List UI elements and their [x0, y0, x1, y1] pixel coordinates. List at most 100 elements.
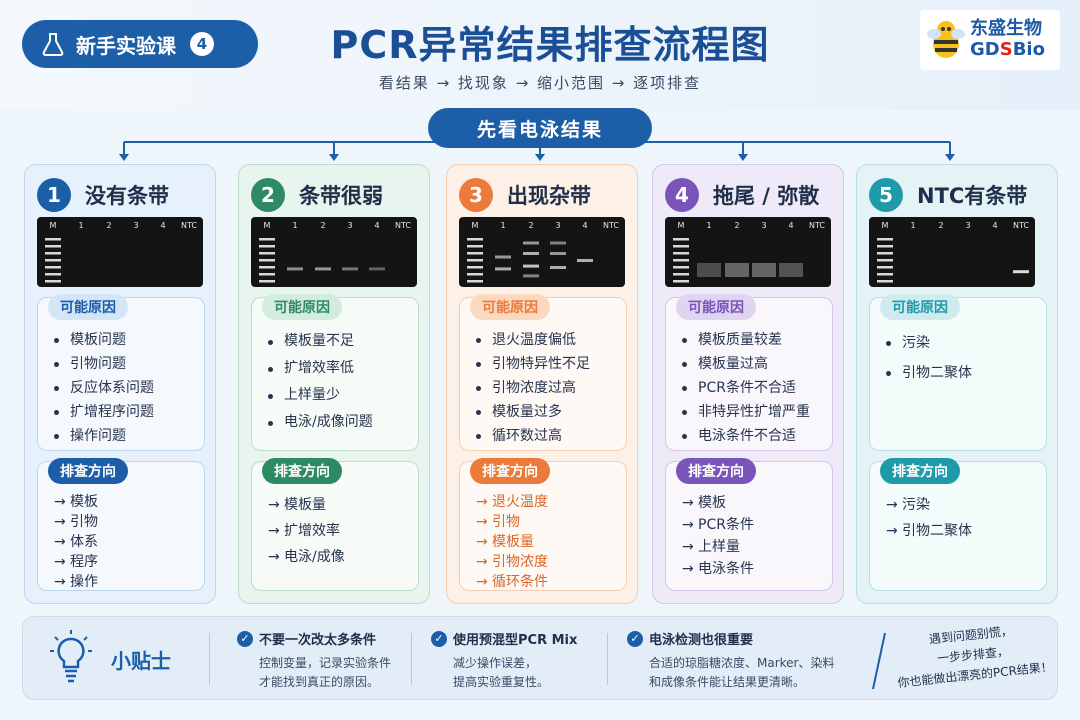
gel-lane-label: NTC — [395, 221, 411, 230]
check-item: 程序 — [54, 552, 98, 572]
dna-band — [369, 267, 385, 271]
check-item: 循环条件 — [476, 572, 548, 592]
marker-band — [673, 266, 689, 269]
checks-tag: 排查方向 — [880, 458, 960, 484]
dna-band — [342, 267, 358, 271]
checks-tag: 排查方向 — [676, 458, 756, 484]
gel-lane-label: 1 — [78, 221, 83, 230]
gel-lane-label: 1 — [910, 221, 915, 230]
tip-item: ✓使用预混型PCR Mix 减少操作误差，提高实验重复性。 — [431, 629, 577, 692]
check-item: PCR条件 — [682, 514, 754, 536]
marker-band — [673, 280, 689, 283]
step-number: 1 — [37, 178, 71, 212]
marker-band — [259, 259, 275, 262]
cause-item: 污染 — [886, 328, 972, 358]
dna-band — [523, 252, 539, 255]
divider-stroke — [872, 632, 886, 690]
cause-item: 操作问题 — [54, 424, 154, 448]
marker-band — [467, 252, 483, 255]
page-subtitle: 看结果 → 找现象 → 缩小范围 → 逐项排查 — [378, 74, 702, 92]
step-number: 5 — [869, 178, 903, 212]
causes-tag: 可能原因 — [470, 294, 550, 320]
step-number: 2 — [251, 178, 285, 212]
cause-item: 非特异性扩增严重 — [682, 400, 810, 424]
badge-label: 新手实验课 — [76, 33, 176, 58]
card-title: NTC有条带 — [917, 184, 1028, 208]
gel-lane-label: 1 — [292, 221, 297, 230]
marker-band — [673, 238, 689, 241]
check-item: 引物浓度 — [476, 552, 548, 572]
gel-lane-label: 2 — [528, 221, 533, 230]
causes-tag: 可能原因 — [676, 294, 756, 320]
cause-item: 模板量过高 — [682, 352, 810, 376]
cause-item: 扩增程序问题 — [54, 400, 154, 424]
dna-band — [523, 274, 539, 278]
lesson-badge: 新手实验课 4 — [22, 20, 258, 68]
marker-band — [877, 266, 893, 269]
check-item: 引物二聚体 — [886, 518, 972, 544]
check-item: 上样量 — [682, 536, 754, 558]
causes-tag: 可能原因 — [262, 294, 342, 320]
cause-item: 引物特异性不足 — [476, 352, 590, 376]
causes-list: 污染引物二聚体 — [886, 328, 972, 388]
check-item: 引物 — [476, 512, 548, 532]
causes-box: 可能原因退火温度偏低引物特异性不足引物浓度过高模板量过多循环数过高 — [459, 294, 627, 451]
cause-item: 上样量少 — [268, 382, 373, 409]
marker-band — [673, 259, 689, 262]
bee-icon — [927, 21, 965, 58]
marker-band — [467, 245, 483, 248]
cause-item: 模板量过多 — [476, 400, 590, 424]
checks-box: 排查方向模板引物体系程序操作 — [37, 458, 205, 592]
cause-item: 循环数过高 — [476, 424, 590, 448]
gel-lane-label: 3 — [133, 221, 138, 230]
marker-band — [877, 273, 893, 276]
flask-icon — [42, 33, 64, 56]
page-title: PCR异常结果排查流程图 — [330, 23, 770, 67]
marker-band — [877, 259, 893, 262]
marker-band — [45, 238, 61, 241]
dna-band — [550, 241, 566, 245]
causes-box: 可能原因模板量不足扩增效率低上样量少电泳/成像问题 — [251, 294, 419, 451]
encouragement-note: 遇到问题别慌，一步步排查，你也能做出漂亮的PCR结果！ — [896, 623, 1054, 691]
checks-list: 模板PCR条件上样量电泳条件 — [682, 492, 754, 580]
cause-item: 模板质量较差 — [682, 328, 810, 352]
check-item: 退火温度 — [476, 492, 548, 512]
gel-lane-label: 1 — [500, 221, 505, 230]
card-title: 拖尾 / 弥散 — [713, 184, 820, 208]
cause-item: 反应体系问题 — [54, 376, 154, 400]
checks-list: 模板量扩增效率电泳/成像 — [268, 492, 345, 570]
causes-list: 模板量不足扩增效率低上样量少电泳/成像问题 — [268, 328, 373, 436]
causes-tag: 可能原因 — [880, 294, 960, 320]
gel-lane-label: 4 — [374, 221, 379, 230]
cause-item: 电泳/成像问题 — [268, 409, 373, 436]
card-title: 条带很弱 — [299, 184, 383, 208]
marker-band — [45, 245, 61, 248]
logo-english: GDSBio — [970, 39, 1045, 60]
check-item: 引物 — [54, 512, 98, 532]
checks-box: 排查方向污染引物二聚体 — [869, 458, 1047, 591]
marker-band — [673, 245, 689, 248]
causes-box: 可能原因污染引物二聚体 — [869, 294, 1047, 451]
gel-lane-label: 2 — [320, 221, 325, 230]
card-header: 2 条带很弱 — [239, 177, 429, 213]
card-title: 没有条带 — [85, 184, 169, 208]
checks-tag: 排查方向 — [48, 458, 128, 484]
check-item: 电泳条件 — [682, 558, 754, 580]
start-step: 先看电泳结果 — [428, 108, 652, 148]
marker-band — [673, 273, 689, 276]
smear-band — [779, 263, 803, 277]
dna-band — [495, 255, 511, 259]
check-item: 体系 — [54, 532, 98, 552]
smear-band — [752, 263, 776, 277]
marker-band — [877, 280, 893, 283]
check-item: 模板 — [682, 492, 754, 514]
checks-box: 排查方向模板PCR条件上样量电泳条件 — [665, 458, 833, 591]
dna-band — [577, 259, 593, 262]
